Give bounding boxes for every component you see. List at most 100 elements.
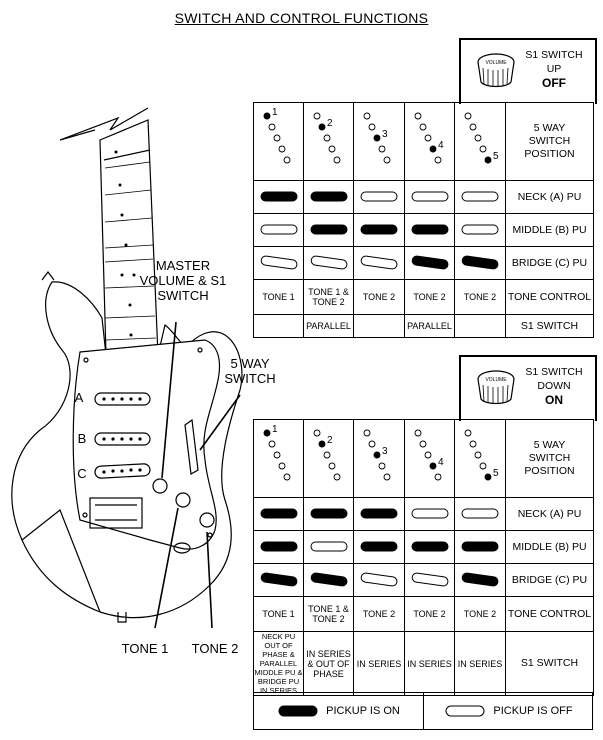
switch-contact-active <box>429 145 436 152</box>
switch-contact <box>283 473 290 480</box>
legend: PICKUP IS ON PICKUP IS OFF <box>253 692 593 730</box>
pickup-off-icon <box>360 572 398 587</box>
position-cell: 2 <box>303 102 354 181</box>
switch-contact <box>383 156 391 163</box>
volume-knob-icon: VOLUME <box>477 53 515 88</box>
switch-position-number: 4 <box>438 140 444 151</box>
pickup-cell <box>253 213 304 247</box>
switch-contact <box>378 145 386 152</box>
tone-cell: TONE 2 <box>454 279 506 315</box>
position-cell: 1 <box>253 419 304 498</box>
switch-contact <box>474 134 482 141</box>
pickup-on-icon <box>360 508 398 519</box>
s1-down-line1: S1 SWITCH <box>525 366 583 378</box>
switch-contact <box>273 451 280 458</box>
pickup-off-icon <box>310 541 347 552</box>
s1-down-line2: DOWN <box>537 380 571 392</box>
pickup-cell <box>404 563 455 597</box>
row-label-neck: NECK (A) PU <box>505 180 594 214</box>
switch-contact <box>278 462 285 469</box>
pickup-cell <box>454 180 506 214</box>
switch-contact <box>268 440 275 447</box>
pickup-cell <box>353 563 405 597</box>
switch-contact <box>419 440 426 447</box>
pickup-on-icon <box>411 255 448 270</box>
switch-contact <box>283 156 290 163</box>
pickup-cell <box>303 213 354 247</box>
s1-cell: IN SERIES <box>404 631 455 696</box>
switch-contact-active <box>373 134 381 141</box>
pickup-cell <box>353 213 405 247</box>
pickup-on-icon <box>461 572 499 587</box>
switch-contact <box>363 112 371 119</box>
s1-switch-down-box: VOLUME S1 SWITCH DOWN ON <box>459 355 597 421</box>
pickup-off-icon <box>360 255 398 270</box>
tone-cell: TONE 1 & TONE 2 <box>303 279 354 315</box>
pickup-cell <box>353 246 405 280</box>
row-label-neck: NECK (A) PU <box>505 497 594 531</box>
row-label-s1-switch: S1 SWITCH <box>505 631 594 696</box>
tone-cell: TONE 1 <box>253 279 304 315</box>
switch-contact <box>328 145 335 152</box>
pickup-on-icon <box>411 224 448 235</box>
header-label: 5 WAY SWITCH POSITION <box>505 419 594 498</box>
pickup-off-icon <box>260 224 297 235</box>
pickup-on-icon <box>278 705 318 717</box>
switch-position-1-icon: 1 <box>263 107 290 163</box>
switch-position-number: 5 <box>493 151 499 162</box>
pickup-cell <box>253 246 304 280</box>
pickup-off-icon <box>310 255 347 270</box>
legend-off: PICKUP IS OFF <box>424 693 594 729</box>
position-cell: 5 <box>454 419 506 498</box>
pickup-off-icon <box>411 191 448 202</box>
row-label-tone-control: TONE CONTROL <box>505 596 594 632</box>
legend-divider <box>423 693 424 729</box>
s1-down-state: ON <box>545 393 563 407</box>
pickup-cell <box>303 246 354 280</box>
volume-knob-icon: VOLUME <box>477 370 515 405</box>
legend-off-label: PICKUP IS OFF <box>493 705 573 717</box>
pickup-cell <box>303 497 354 531</box>
pickup-cell <box>404 213 455 247</box>
switch-position-5-icon: 5 <box>464 112 499 163</box>
switch-contact <box>474 451 482 458</box>
row-label-bridge: BRIDGE (C) PU <box>505 246 594 280</box>
switch-position-2-icon: 2 <box>313 429 340 480</box>
pickup-on-icon <box>260 572 297 587</box>
s1-cell: IN SERIES & OUT OF PHASE <box>303 631 354 696</box>
switch-position-number: 2 <box>327 118 333 129</box>
pickup-off-icon <box>260 255 297 270</box>
switch-contact <box>313 112 320 119</box>
pickup-on-icon <box>360 541 398 552</box>
s1-cell: PARALLEL <box>303 314 354 338</box>
pickup-off-icon <box>411 508 448 519</box>
pickup-off-icon <box>461 224 499 235</box>
switch-contact <box>414 112 421 119</box>
switch-position-number: 3 <box>382 446 388 457</box>
switch-contact <box>323 451 330 458</box>
legend-on: PICKUP IS ON <box>254 693 424 729</box>
s1-cell: IN SERIES <box>454 631 506 696</box>
position-cell: 1 <box>253 102 304 181</box>
switch-contact <box>479 145 487 152</box>
legend-on-label: PICKUP IS ON <box>326 705 400 717</box>
switch-contact <box>363 429 371 436</box>
s1-up-line1: S1 SWITCH <box>525 49 583 61</box>
switch-contact-active <box>373 451 381 458</box>
s1-cell: NECK PU OUT OF PHASE & PARALLEL MIDDLE P… <box>253 631 304 696</box>
switch-contact <box>383 473 391 480</box>
switch-position-2-icon: 2 <box>313 112 340 163</box>
tone2-label: TONE 2 <box>191 641 239 656</box>
switch-contact <box>273 134 280 141</box>
switch-position-number: 2 <box>327 435 333 446</box>
switch-position-number: 4 <box>438 457 444 468</box>
tone1-label: TONE 1 <box>121 641 169 656</box>
five-way-switch-label: 5 WAY SWITCH <box>224 356 276 386</box>
master-volume-label: MASTER VOLUME & S1 SWITCH <box>139 258 227 303</box>
switch-contact <box>333 156 340 163</box>
pickup-on-icon <box>310 191 347 202</box>
switch-contact <box>469 123 477 130</box>
switch-contact <box>368 440 376 447</box>
row-label-middle: MIDDLE (B) PU <box>505 530 594 564</box>
